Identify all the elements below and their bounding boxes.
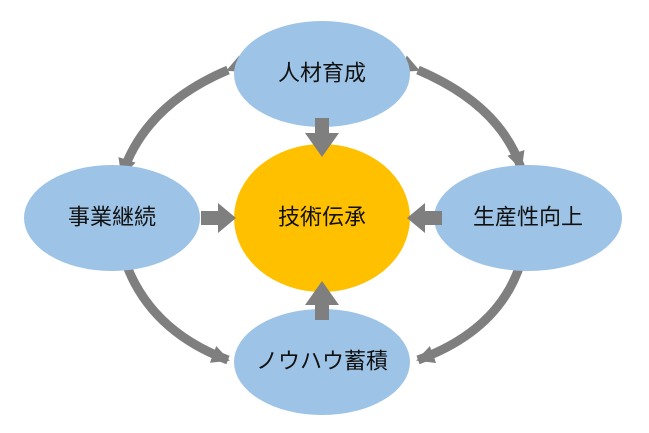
arrow-top-to-center: [305, 118, 339, 157]
node-center: [234, 144, 410, 292]
arrow-left-bottom: [110, 239, 230, 365]
arrow-right-bottom: [416, 244, 535, 365]
node-top: [234, 21, 410, 127]
arrow-left-to-center: [201, 203, 236, 233]
node-bottom-label: ノウハウ蓄積: [256, 350, 388, 375]
node-right: [434, 165, 622, 271]
node-top-label: 人材育成: [278, 62, 366, 87]
node-right-label: 生産性向上: [473, 206, 583, 231]
arrow-right-to-center: [407, 203, 442, 233]
arrow-top-right: [399, 55, 526, 170]
node-left: [24, 165, 200, 271]
node-center-label: 技術伝承: [278, 206, 366, 231]
arrow-bottom-to-center: [305, 281, 339, 320]
arrow-top-left: [117, 55, 247, 177]
node-bottom: [234, 309, 410, 415]
node-left-label: 事業継続: [68, 206, 156, 231]
